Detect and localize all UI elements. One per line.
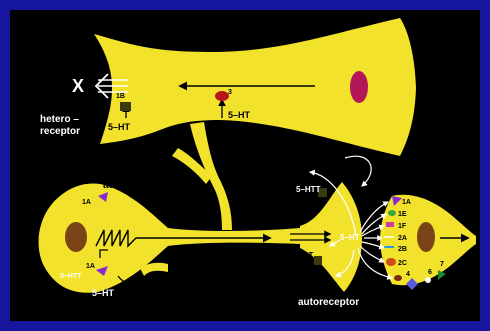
output-x-label: X: [72, 76, 84, 96]
htt-left-label: 5–HTT: [60, 273, 82, 280]
label-post-2c: 2C: [398, 260, 407, 267]
ht-top-left-label: 5–HT: [108, 122, 131, 132]
label-post-4: 4: [406, 271, 410, 278]
label-post-2b: 2B: [398, 246, 407, 253]
autoreceptor-right-label: autoreceptor: [298, 297, 359, 308]
label-post-2a: 2A: [398, 235, 407, 242]
ht-top-right-label: 5–HT: [228, 110, 251, 120]
left-nucleus: [65, 222, 87, 252]
label-post-6: 6: [428, 269, 432, 276]
label-post-1a: 1A: [402, 199, 411, 206]
receptor-6: [425, 277, 431, 283]
label-post-1e: 1E: [398, 211, 407, 218]
receptor-1b-top: [120, 102, 131, 111]
receptor-1e: [388, 210, 396, 216]
receptor-1f: [386, 222, 394, 227]
ht-center-label: 5–HT: [340, 233, 360, 242]
autoreceptor-left-label: autoreceptor: [103, 180, 164, 191]
receptor-label: receptor: [40, 126, 80, 137]
label-post-5: 5: [420, 285, 424, 292]
receptor-4: [394, 275, 402, 281]
label-1a-loop: 1A: [86, 263, 95, 270]
minus-t-label: –T: [304, 251, 313, 260]
top-nucleus: [350, 71, 368, 103]
right-nucleus: [417, 222, 435, 252]
label-1b-top: 1B: [116, 93, 125, 100]
ht-bottom-left-label: 5–HT: [92, 288, 115, 298]
label-1b-terminal: 1B: [310, 267, 319, 274]
label-1a-soma: 1A: [82, 199, 91, 206]
receptor-3: [215, 91, 229, 101]
label-post-7: 7: [440, 261, 444, 268]
receptor-2c: [386, 258, 396, 266]
hetero-label: hetero –: [40, 114, 79, 125]
label-3: 3: [228, 89, 232, 96]
label-post-1f: 1F: [398, 223, 407, 230]
htt-right-label: 5–HTT: [296, 185, 321, 194]
receptor-1b-terminal: [314, 256, 322, 265]
